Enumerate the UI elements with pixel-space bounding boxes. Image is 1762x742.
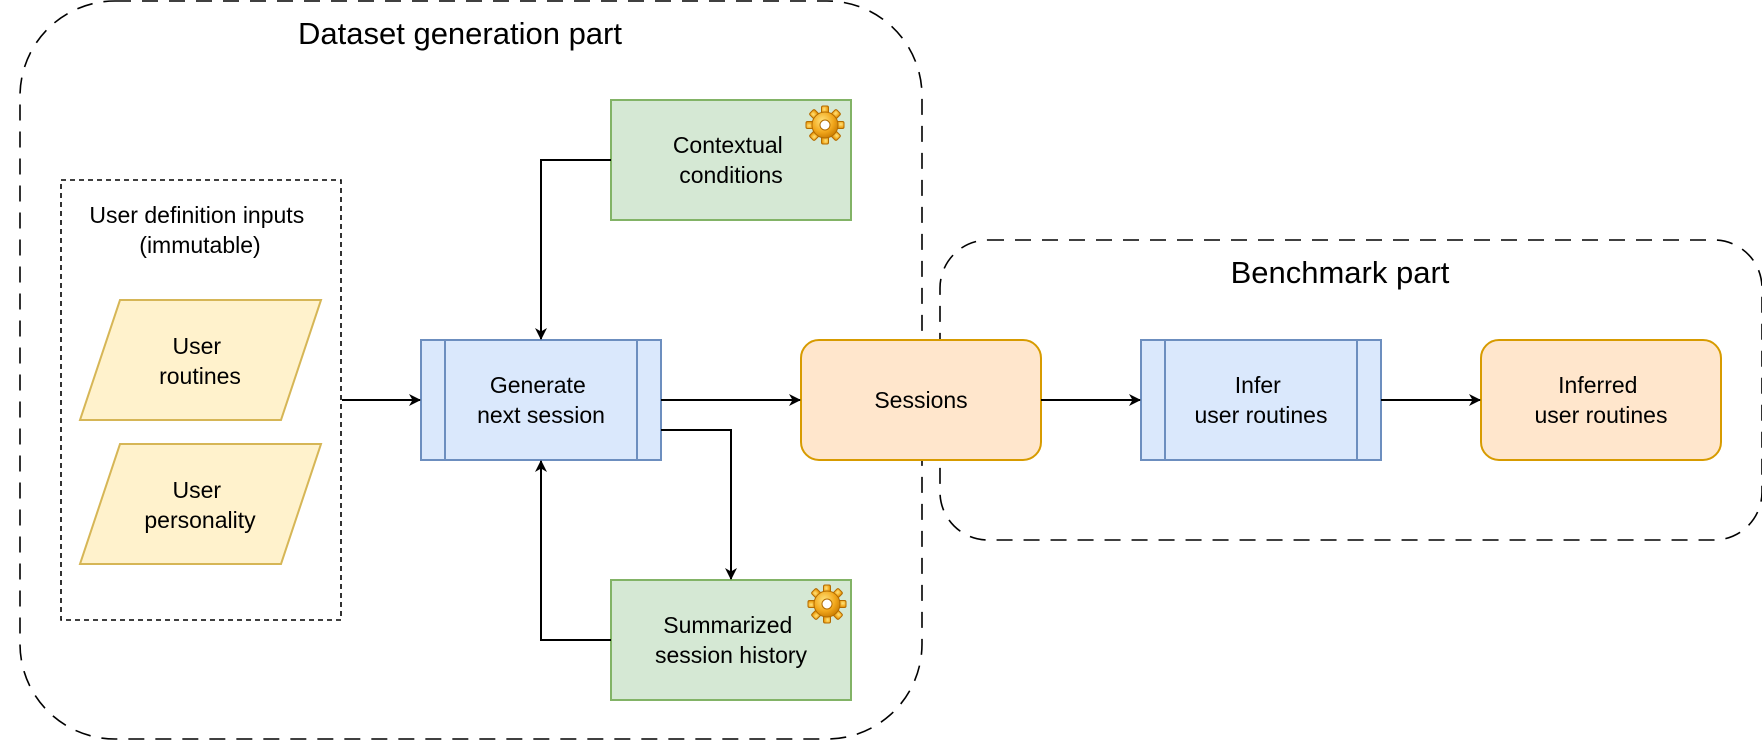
edge-context-to-generate xyxy=(535,159,611,340)
infer-user-routines-label: Infer user routines xyxy=(1195,372,1328,428)
contextual-conditions-label: Contextual conditions xyxy=(673,132,789,188)
sessions-node[interactable]: Sessions xyxy=(800,339,1042,461)
user-definition-inputs-border xyxy=(60,179,342,621)
inferred-user-routines-node[interactable]: Inferred user routines xyxy=(1480,339,1722,461)
user-definition-inputs-title: User definition inputs (immutable) xyxy=(89,202,310,258)
generate-next-session-label: Generate next session xyxy=(477,372,605,428)
edge-history-to-generate xyxy=(535,460,611,641)
infer-user-routines-node[interactable]: Infer user routines xyxy=(1140,339,1382,461)
sessions-label: Sessions xyxy=(874,387,967,413)
user-routines-node[interactable]: User routines xyxy=(78,299,323,421)
user-personality-label: User personality xyxy=(144,477,256,533)
contextual-conditions-node[interactable]: Contextual conditions xyxy=(610,99,852,221)
user-routines-label: User routines xyxy=(159,333,241,389)
summarized-session-history-label: Summarized session history xyxy=(655,612,808,668)
gear-icon xyxy=(807,584,847,624)
user-definition-inputs-group: User definition inputs (immutable) xyxy=(60,179,342,621)
edge-generate-to-history xyxy=(661,429,737,580)
gear-icon xyxy=(805,105,845,145)
connectors xyxy=(342,159,1481,641)
dataset-generation-title: Dataset generation part xyxy=(298,16,622,51)
benchmark-title: Benchmark part xyxy=(1231,255,1450,290)
inferred-user-routines-label: Inferred user routines xyxy=(1535,372,1668,428)
user-personality-node[interactable]: User personality xyxy=(78,443,323,565)
summarized-session-history-node[interactable]: Summarized session history xyxy=(610,579,852,701)
generate-next-session-node[interactable]: Generate next session xyxy=(420,339,662,461)
